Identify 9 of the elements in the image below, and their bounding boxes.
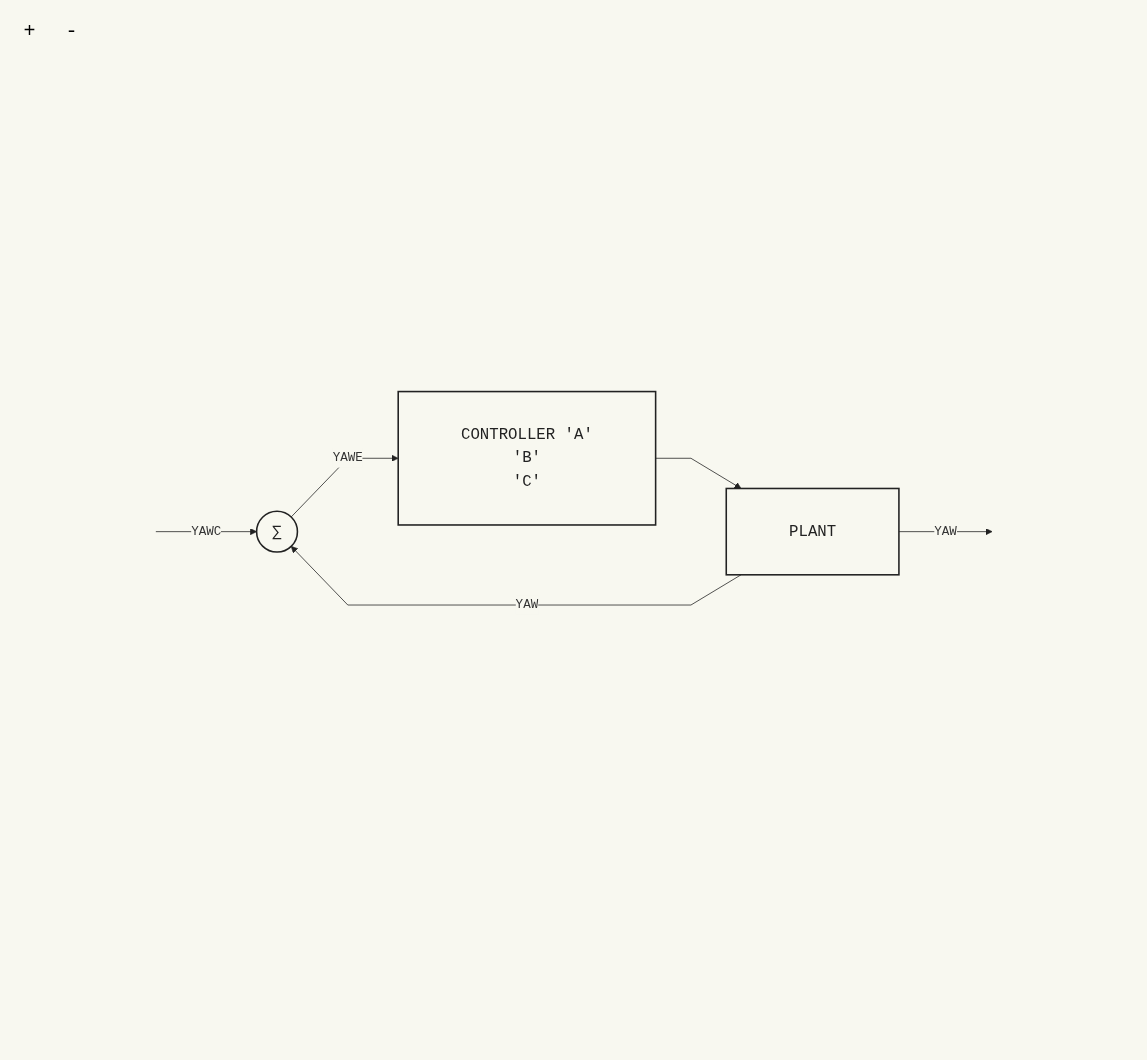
- node-box: PLANT: [724, 487, 900, 576]
- sign-label: -: [65, 20, 78, 43]
- edge-label: YAWC: [190, 524, 221, 539]
- edge-label: YAWE: [332, 451, 363, 466]
- node-circle: ∑: [255, 510, 298, 553]
- sign-label: +: [23, 20, 36, 43]
- edge-label: YAW: [515, 597, 538, 613]
- edge-label: YAW: [933, 524, 957, 539]
- node-box: CONTROLLER 'A' 'B' 'C': [396, 390, 656, 526]
